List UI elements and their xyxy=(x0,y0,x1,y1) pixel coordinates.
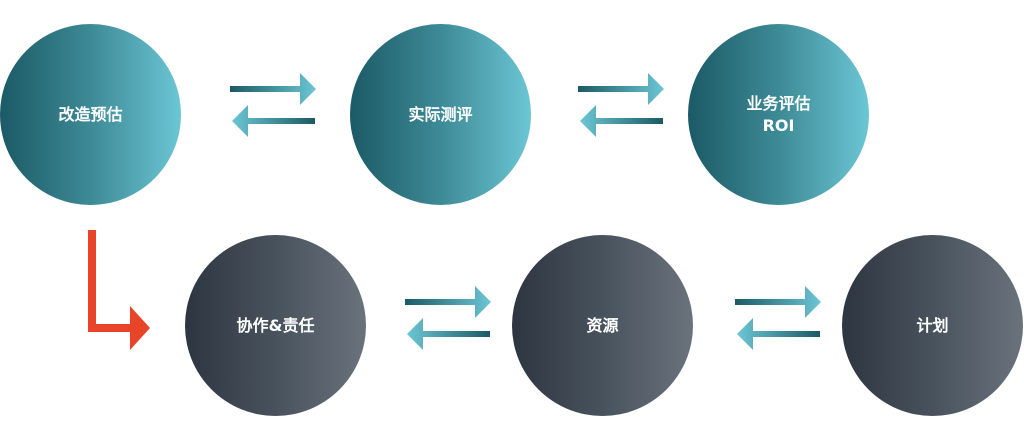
bidirectional-arrow-3 xyxy=(405,286,491,350)
node-label: 实际测评 xyxy=(408,104,473,124)
node-label: 协作&责任 xyxy=(236,315,315,335)
bidirectional-arrow-4 xyxy=(735,286,821,350)
node-label-roi: ROI xyxy=(762,115,795,135)
node-label: 资源 xyxy=(586,315,619,335)
bidirectional-arrow-1 xyxy=(230,73,316,137)
node-label: 改造预估 xyxy=(58,104,123,124)
node-actual-evaluation: 实际测评 xyxy=(350,24,531,205)
node-plan: 计划 xyxy=(842,235,1023,416)
node-collaboration-responsibility: 协作&责任 xyxy=(185,235,366,416)
node-label: 业务评估 xyxy=(746,93,811,113)
node-resources: 资源 xyxy=(512,235,693,416)
node-renovation-estimate: 改造预估 xyxy=(0,24,181,205)
red-elbow-arrow-icon xyxy=(88,230,150,350)
bidirectional-arrow-2 xyxy=(578,73,664,137)
node-label: 计划 xyxy=(916,315,949,335)
